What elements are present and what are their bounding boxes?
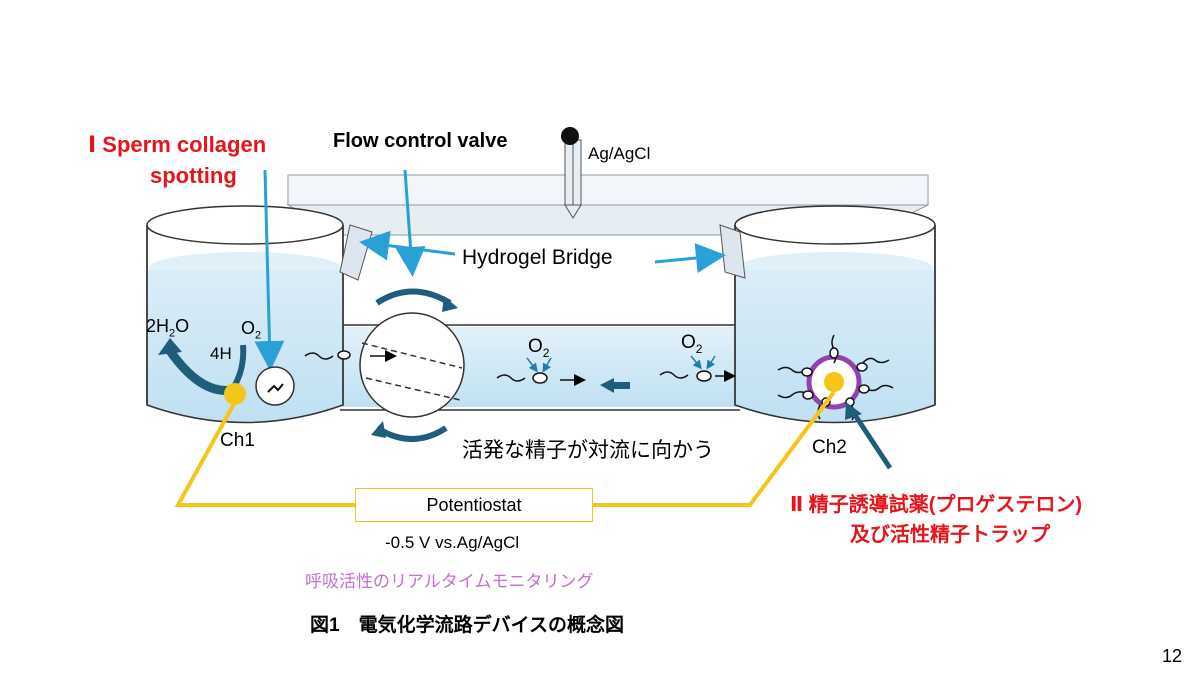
sperm-collagen-label-2: spotting	[150, 163, 237, 188]
potentiostat-box: Potentiostat	[355, 488, 593, 522]
page-number: 12	[1162, 646, 1183, 666]
sperm-flow	[304, 350, 736, 393]
chamber-ch2	[734, 205, 936, 424]
reagent-label-2: 及び活性精子トラップ	[850, 524, 1050, 546]
oxygen-left-label: O2	[241, 318, 262, 342]
ch2-label: Ch2	[812, 437, 847, 458]
ch1-reaction	[158, 338, 295, 406]
electrode-wire	[174, 390, 836, 507]
figure-caption: 図1 電気化学流路デバイスの概念図	[310, 615, 624, 636]
reagent-label-1: Ⅱ 精子誘導試薬(プロゲステロン)	[790, 494, 1083, 516]
active-sperm-label: 活発な精子が対流に向かう	[462, 439, 714, 462]
pointer-arrows	[254, 169, 726, 371]
flow-control-valve	[359, 288, 465, 442]
ch1-label: Ch1	[220, 430, 255, 451]
four-h-label: 4H	[210, 344, 232, 363]
voltage-label: -0.5 V vs.Ag/AgCl	[385, 533, 520, 552]
ch2-sperm-trap	[777, 334, 894, 470]
water-label: 2H2O	[146, 316, 190, 340]
ag-agcl-electrode	[561, 127, 582, 219]
oxygen-mid1-label: O2	[528, 336, 550, 360]
sperm-collagen-label-1: Ⅰ Sperm collagen	[88, 132, 267, 157]
potentiostat-label: Potentiostat	[426, 494, 522, 515]
ag-agcl-label: Ag/AgCl	[588, 144, 651, 163]
flow-control-valve-label: Flow control valve	[333, 130, 508, 152]
oxygen-mid2-label: O2	[681, 332, 703, 356]
chamber-ch1	[146, 205, 344, 424]
realtime-monitor-label: 呼吸活性のリアルタイムモニタリング	[305, 572, 594, 591]
hydrogel-bridge-label: Hydrogel Bridge	[462, 246, 613, 269]
